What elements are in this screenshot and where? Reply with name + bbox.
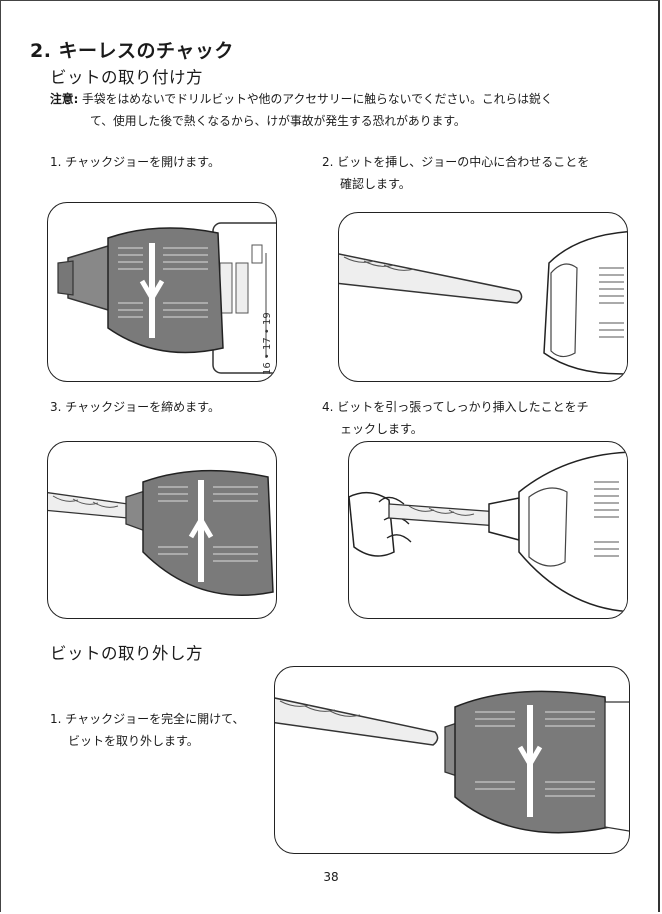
install-step-1-text: 1. チャックジョーを開けます。 <box>50 155 220 169</box>
remove-step-1-text-cont: ビットを取り外します。 <box>50 730 245 752</box>
remove-step-1-text: 1. チャックジョーを完全に開けて、 <box>50 712 245 726</box>
install-step-2-text: 2. ビットを挿し、ジョーの中心に合わせることを <box>322 155 589 169</box>
illustration-remove-bit <box>274 666 630 854</box>
remove-step-1: 1. チャックジョーを完全に開けて、 ビットを取り外します。 <box>50 708 245 752</box>
install-step-2: 2. ビットを挿し、ジョーの中心に合わせることを 確認します。 <box>322 151 589 195</box>
remove-heading: ビットの取り外し方 <box>50 640 203 664</box>
chuck-scale-text: 16 • 17 • 19 <box>262 312 273 375</box>
check-bit-drawing <box>349 442 627 618</box>
caution-text-line1: 手袋をはめないでドリルビットや他のアクセサリーに触らないでください。これらは鋭く <box>78 92 552 106</box>
install-step-3: 3. チャックジョーを締めます。 <box>50 396 220 418</box>
illustration-insert-bit <box>338 212 628 382</box>
install-step-4: 4. ビットを引っ張ってしっかり挿入したことをチ ェックします。 <box>322 396 589 440</box>
illustration-tighten-chuck <box>47 441 277 619</box>
install-step-4-text: 4. ビットを引っ張ってしっかり挿入したことをチ <box>322 400 589 414</box>
install-step-2-text-cont: 確認します。 <box>322 173 589 195</box>
chuck-tighten-drawing <box>48 442 276 618</box>
install-heading: ビットの取り付け方 <box>50 64 203 88</box>
illustration-check-bit <box>348 441 628 619</box>
chuck-open-drawing: 16 • 17 • 19 <box>48 203 276 381</box>
caution-note: 注意: 手袋をはめないでドリルビットや他のアクセサリーに触らないでください。これ… <box>50 88 630 132</box>
install-step-3-text: 3. チャックジョーを締めます。 <box>50 400 220 414</box>
caution-label: 注意: <box>50 92 78 106</box>
install-step-4-text-cont: ェックします。 <box>322 418 589 440</box>
illustration-open-chuck: 16 • 17 • 19 <box>47 202 277 382</box>
remove-bit-drawing <box>275 667 629 853</box>
install-step-1: 1. チャックジョーを開けます。 <box>50 151 220 173</box>
caution-text-line2: て、使用した後で熱くなるから、けが事故が発生する恐れがあります。 <box>50 110 630 132</box>
section-title: 2. キーレスのチャック <box>30 36 234 63</box>
insert-bit-drawing <box>339 213 627 381</box>
page-number: 38 <box>0 870 662 884</box>
